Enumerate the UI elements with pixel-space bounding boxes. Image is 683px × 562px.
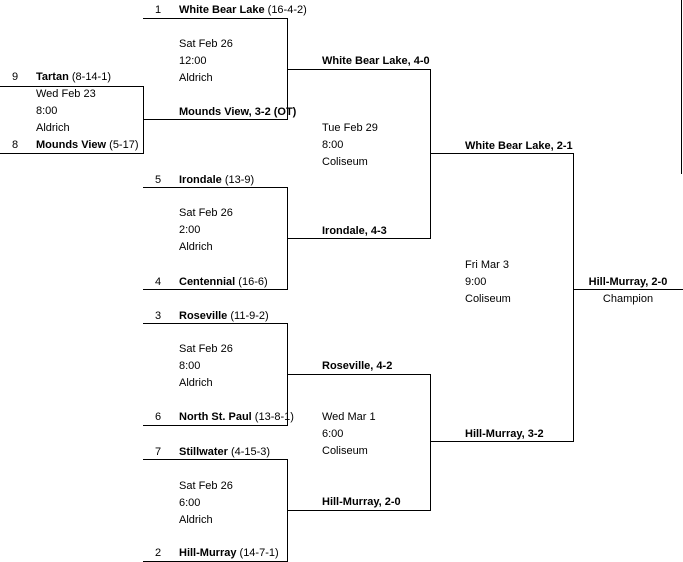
seed: 2 [155, 547, 162, 559]
seed: 5 [155, 174, 162, 186]
game-date: Fri Mar 3 [465, 259, 509, 271]
team-entry: Tartan (8-14-1) [36, 70, 111, 84]
bracket-line [143, 323, 287, 324]
game-venue: Coliseum [322, 156, 368, 168]
bracket-line [143, 459, 287, 460]
game-venue: Aldrich [179, 241, 213, 253]
bracket-line [681, 0, 682, 174]
bracket-line [287, 374, 430, 375]
team-entry: Stillwater (4-15-3) [179, 445, 270, 459]
bracket-line [143, 119, 287, 120]
team-name: Centennial [179, 276, 236, 288]
bracket-line [143, 187, 287, 188]
game-time: 2:00 [179, 224, 201, 236]
team-name: Hill-Murray [179, 547, 237, 559]
team-record: (16-4-2) [267, 4, 307, 16]
game-result: Hill-Murray, 2-0 [322, 496, 401, 508]
bracket-line [430, 374, 431, 511]
bracket-line [0, 153, 144, 154]
bracket-line [287, 238, 430, 239]
team-entry: Mounds View (5-17) [36, 138, 139, 152]
team-entry: Irondale (13-9) [179, 173, 254, 187]
bracket-line [287, 510, 430, 511]
game-result: Hill-Murray, 3-2 [465, 428, 544, 440]
bracket-line [143, 18, 287, 19]
game-time: 8:00 [179, 360, 201, 372]
team-entry: Roseville (11-9-2) [179, 309, 269, 323]
game-venue: Coliseum [322, 445, 368, 457]
game-venue: Aldrich [179, 514, 213, 526]
team-entry: White Bear Lake (16-4-2) [179, 3, 307, 17]
game-result: Mounds View, 3-2 (OT) [179, 106, 297, 118]
team-name: Mounds View [36, 139, 107, 151]
team-record: (13-8-1) [254, 411, 294, 423]
bracket-line [430, 153, 573, 154]
bracket-line [573, 289, 683, 290]
bracket-line [573, 153, 574, 442]
team-name: White Bear Lake [179, 4, 265, 16]
seed: 7 [155, 446, 162, 458]
game-date: Sat Feb 26 [179, 343, 233, 355]
team-entry: Centennial (16-6) [179, 275, 268, 289]
game-date: Tue Feb 29 [322, 122, 378, 134]
game-result: White Bear Lake, 2-1 [465, 140, 573, 152]
team-name: Irondale [179, 174, 222, 186]
champion-label: Champion [602, 293, 654, 305]
team-record: (11-9-2) [230, 310, 269, 322]
game-venue: Aldrich [36, 122, 70, 134]
seed: 1 [155, 4, 162, 16]
game-venue: Aldrich [179, 377, 213, 389]
game-date: Wed Mar 1 [322, 411, 376, 423]
seed: 9 [12, 71, 19, 83]
game-time: 6:00 [179, 497, 201, 509]
team-record: (13-9) [224, 174, 255, 186]
game-date: Sat Feb 26 [179, 480, 233, 492]
game-venue: Coliseum [465, 293, 511, 305]
seed: 4 [155, 276, 162, 288]
game-time: 9:00 [465, 276, 487, 288]
game-result: White Bear Lake, 4-0 [322, 55, 430, 67]
team-name: Roseville [179, 310, 228, 322]
champion-team: Hill-Murray, 2-0 [588, 276, 668, 288]
seed: 8 [12, 139, 19, 151]
bracket-line [287, 69, 430, 70]
team-name: Tartan [36, 71, 69, 83]
team-record: (5-17) [109, 139, 139, 151]
game-time: 6:00 [322, 428, 344, 440]
seed: 3 [155, 310, 162, 322]
game-result: Roseville, 4-2 [322, 360, 393, 372]
game-result: Irondale, 4-3 [322, 225, 387, 237]
bracket-line [143, 289, 287, 290]
game-date: Sat Feb 26 [179, 38, 233, 50]
bracket-line [430, 441, 573, 442]
game-time: 8:00 [322, 139, 344, 151]
bracket-line [430, 69, 431, 239]
game-time: 12:00 [179, 55, 207, 67]
bracket-line [0, 86, 143, 87]
team-record: (16-6) [238, 276, 268, 288]
team-record: (4-15-3) [230, 446, 271, 458]
game-time: 8:00 [36, 105, 58, 117]
bracket-line [143, 425, 287, 426]
game-venue: Aldrich [179, 72, 213, 84]
team-name: North St. Paul [179, 411, 252, 423]
team-record: (14-7-1) [239, 547, 279, 559]
game-date: Wed Feb 23 [36, 88, 96, 100]
team-record: (8-14-1) [71, 71, 111, 83]
team-entry: Hill-Murray (14-7-1) [179, 546, 279, 560]
game-date: Sat Feb 26 [179, 207, 233, 219]
team-name: Stillwater [179, 446, 228, 458]
team-entry: North St. Paul (13-8-1) [179, 410, 294, 424]
seed: 6 [155, 411, 162, 423]
